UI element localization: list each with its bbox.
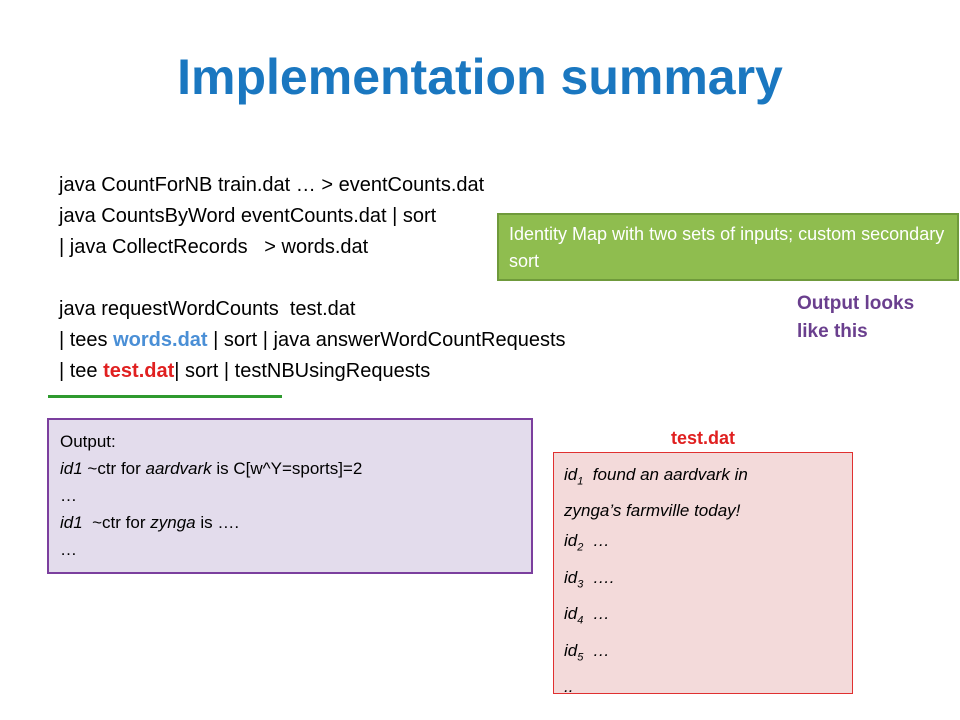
testdat-row-2: id2 … bbox=[564, 526, 842, 562]
testdat-row-6: .. bbox=[564, 676, 574, 696]
command-line-1: java CountForNB train.dat … > eventCount… bbox=[59, 174, 485, 196]
testdat-row-2-sub: 2 bbox=[577, 541, 584, 554]
output-row-1-id: id1 bbox=[60, 459, 83, 478]
command-line-6: | tee test.dat| sort | testNBUsingReques… bbox=[59, 356, 566, 387]
testdat-row-3-text: …. bbox=[583, 567, 615, 587]
command-line-5-post: | sort | java answerWordCountRequests bbox=[207, 329, 566, 351]
testdat-row-1-sub: 1 bbox=[577, 475, 584, 488]
testdat-box: id1 found an aardvark in zynga’s farmvil… bbox=[553, 452, 853, 696]
output-row-1-end: is C[w^Y=sports]=2 bbox=[211, 459, 363, 478]
command-line-6-post: | sort | testNBUsingRequests bbox=[174, 360, 431, 382]
testdat-row-5-text: … bbox=[583, 640, 610, 660]
command-line-5: | tees words.dat | sort | java answerWor… bbox=[59, 325, 566, 356]
testdat-row-3-sub: 3 bbox=[577, 578, 584, 591]
output-box: Output: id1 ~ctr for aardvark is C[w^Y=s… bbox=[47, 418, 533, 574]
testdat-row-4-sub: 4 bbox=[577, 614, 584, 627]
callout-box: Identity Map with two sets of inputs; cu… bbox=[497, 213, 959, 281]
testdat-row-5-id: id bbox=[564, 640, 578, 660]
output-heading: Output: bbox=[60, 432, 116, 451]
output-row-1-mid: ~ctr for bbox=[82, 459, 146, 478]
output-row-3-end: is …. bbox=[195, 513, 240, 532]
command-line-2: java CountsByWord eventCounts.dat | sort bbox=[59, 205, 437, 227]
testdat-row-1-text: found an aardvark in bbox=[583, 465, 748, 484]
testdat-row-2-text: … bbox=[583, 531, 610, 551]
output-row-3-id: id1 bbox=[60, 513, 83, 532]
testdat-row-1b: zynga’s farmville today! bbox=[564, 501, 741, 521]
output-note: Output looks like this bbox=[797, 293, 915, 342]
slide-title: Implementation summary bbox=[177, 49, 783, 105]
output-row-3: id1 ~ctr for zynga is …. bbox=[60, 509, 520, 536]
testdat-row-5: id5 … bbox=[564, 636, 842, 672]
testdat-row-4-text: … bbox=[583, 604, 610, 624]
command-line-3: | java CollectRecords > words.dat bbox=[59, 236, 369, 258]
testdat-row-1-id: id bbox=[564, 465, 578, 484]
command-block: java CountForNB train.dat … > eventCount… bbox=[59, 170, 566, 387]
output-row-1: id1 ~ctr for aardvark is C[w^Y=sports]=2 bbox=[60, 455, 520, 482]
output-row-3-mid: ~ctr for bbox=[82, 513, 151, 532]
output-row-2: … bbox=[60, 486, 77, 505]
output-row-4: … bbox=[60, 540, 77, 559]
testdat-row-3-id: id bbox=[564, 567, 578, 587]
testdat-row-3: id3 …. bbox=[564, 563, 842, 599]
testdat-row-1: id1 found an aardvark in bbox=[564, 460, 842, 496]
output-row-3-word: zynga bbox=[150, 513, 196, 532]
command-line-6-pre: | tee bbox=[59, 360, 104, 382]
green-underline bbox=[48, 395, 282, 398]
testdat-row-4: id4 … bbox=[564, 599, 842, 635]
testdat-row-5-sub: 5 bbox=[577, 650, 584, 663]
test-dat-highlight: test.dat bbox=[103, 360, 175, 382]
testdat-label: test.dat bbox=[670, 428, 735, 448]
testdat-row-2-id: id bbox=[564, 531, 578, 551]
command-spacer bbox=[59, 263, 566, 294]
testdat-row-4-id: id bbox=[564, 604, 578, 624]
command-line-5-pre: | tees bbox=[59, 329, 114, 351]
command-line-4: java requestWordCounts test.dat bbox=[59, 298, 356, 320]
words-dat-highlight: words.dat bbox=[113, 329, 208, 351]
output-row-1-word: aardvark bbox=[145, 459, 212, 478]
